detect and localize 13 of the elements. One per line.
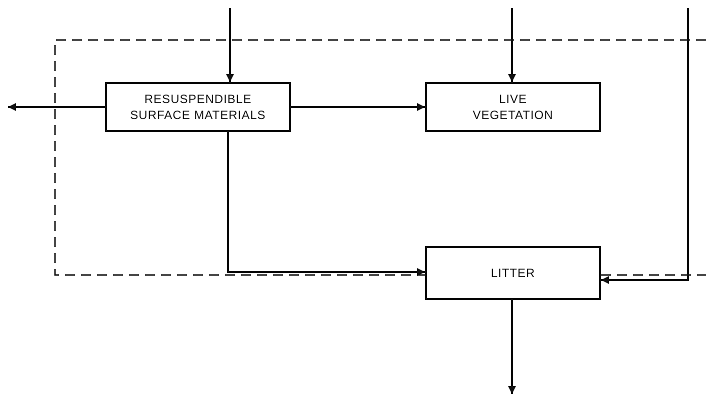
- box-label: LITTER: [490, 265, 536, 281]
- arrow: [291, 103, 425, 111]
- arrow: [508, 8, 516, 82]
- arrow: [601, 8, 689, 284]
- arrow: [508, 300, 516, 394]
- process-box: [425, 82, 601, 132]
- process-box: [425, 246, 601, 300]
- arrow: [227, 132, 425, 276]
- box-label: LIVE VEGETATION: [472, 91, 554, 123]
- process-box: [105, 82, 291, 132]
- arrow: [8, 103, 105, 111]
- box-label: RESUSPENDIBLE SURFACE MATERIALS: [129, 91, 267, 123]
- arrow: [226, 8, 234, 82]
